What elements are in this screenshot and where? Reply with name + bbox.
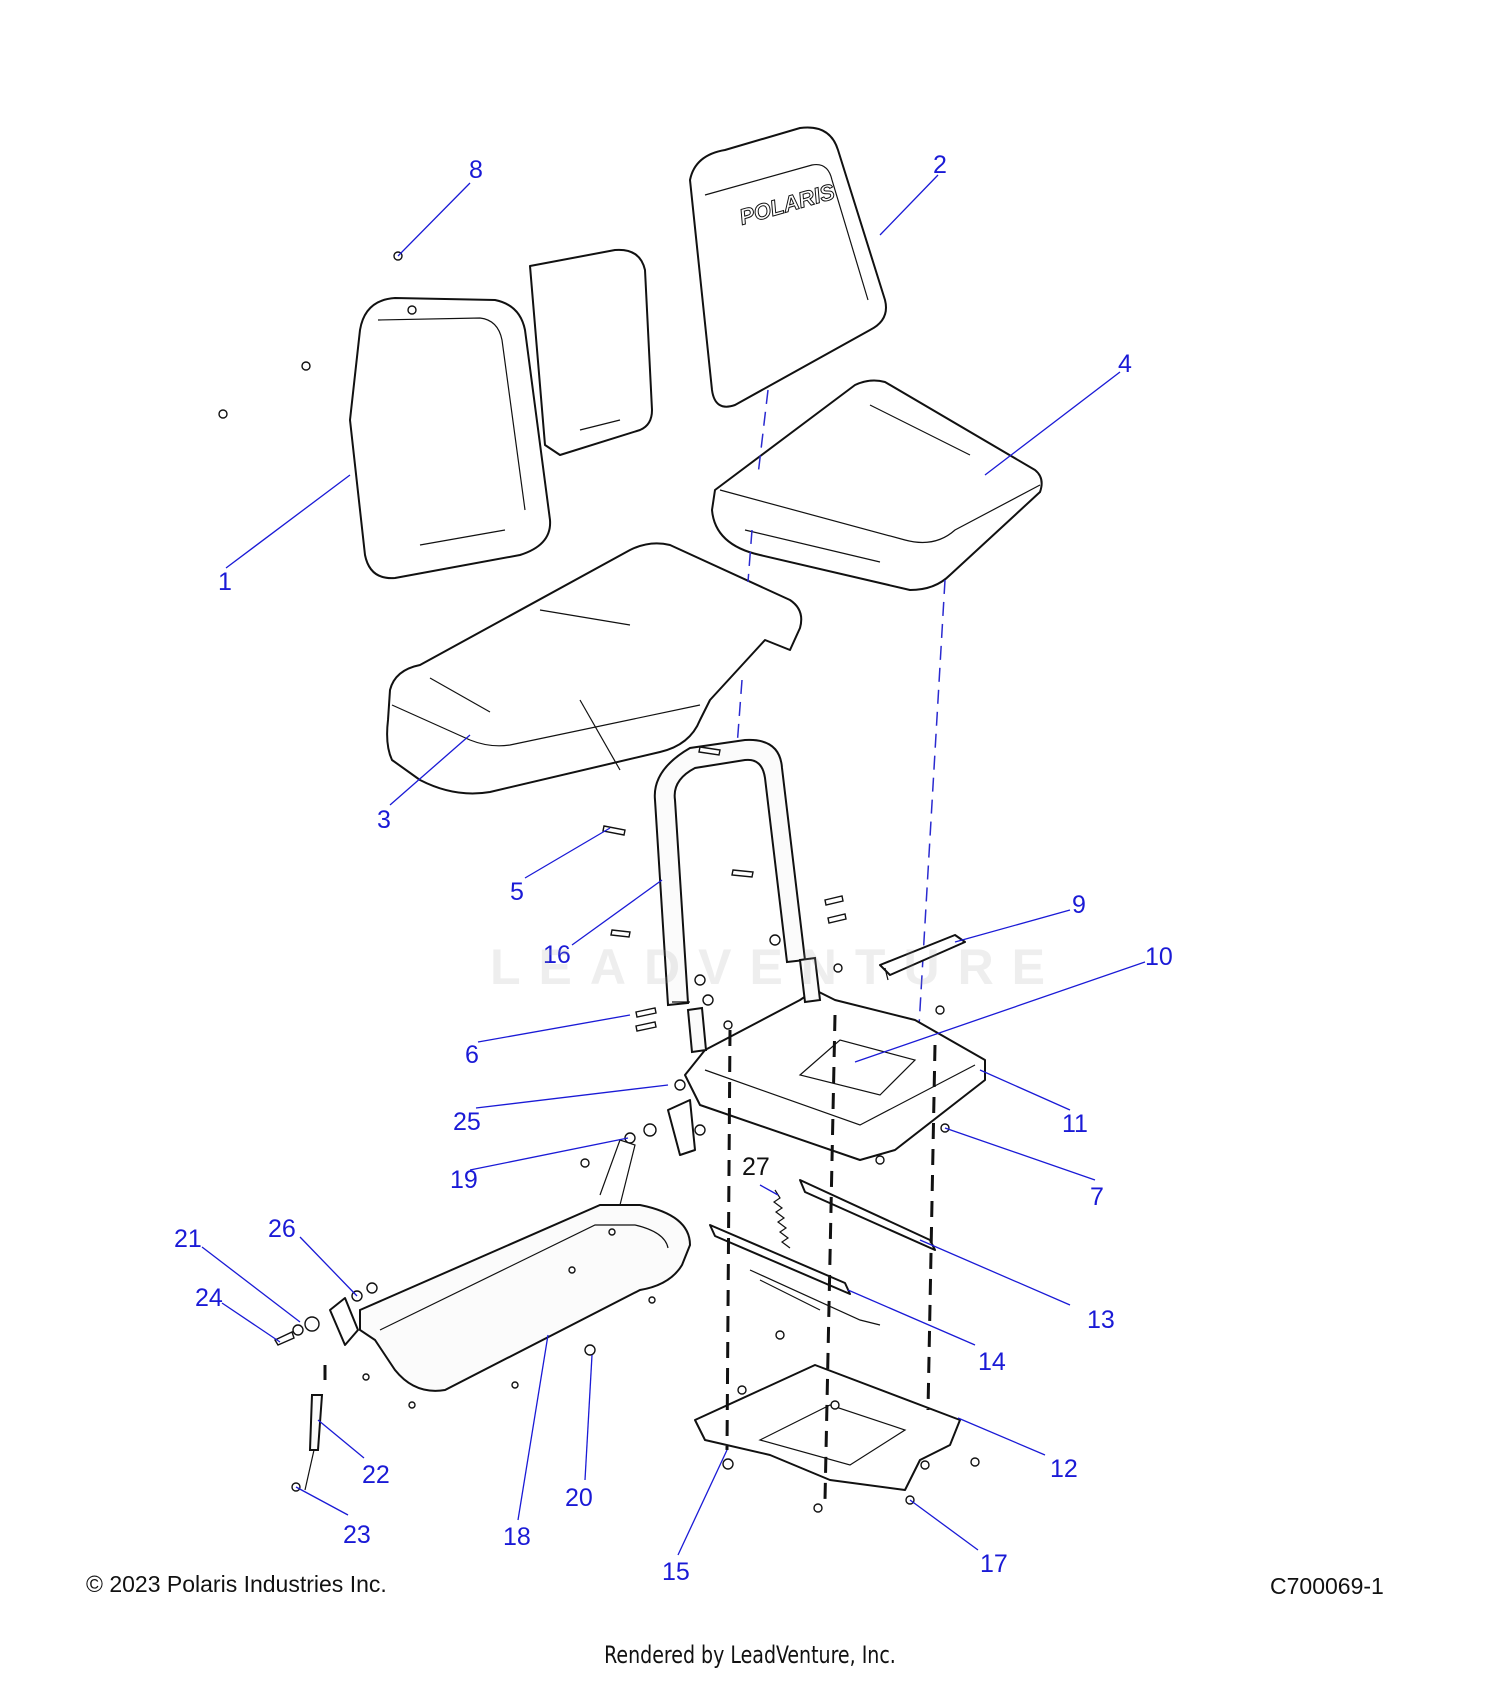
part-21-hinge-plate (274, 1282, 378, 1346)
callout-26: 26 (268, 1215, 296, 1243)
part-27-spring (772, 1189, 791, 1249)
callout-13: 13 (1087, 1306, 1115, 1334)
callout-20: 20 (565, 1484, 593, 1512)
callout-16: 16 (543, 941, 571, 969)
callout-1: 1 (218, 568, 232, 596)
callout-12: 12 (1050, 1455, 1078, 1483)
callout-3: 3 (377, 806, 391, 834)
callout-18: 18 (503, 1523, 531, 1551)
callout-19: 19 (450, 1166, 478, 1194)
callout-22: 22 (362, 1461, 390, 1489)
part-9-bracket (879, 934, 966, 981)
callout-21: 21 (174, 1225, 202, 1253)
callout-5: 5 (510, 878, 524, 906)
callout-7: 7 (1090, 1183, 1104, 1211)
diagram-id: C700069-1 (1270, 1573, 1384, 1599)
part-14-slider-release (749, 1269, 881, 1326)
callout-2: 2 (933, 151, 947, 179)
leader-lines (201, 174, 1146, 1556)
leadventure-watermark: LEADVENTURE (490, 939, 1064, 995)
part-4-bucket-cushion (711, 379, 1043, 591)
callout-8: 8 (469, 156, 483, 184)
part-22-gas-strut (291, 1394, 324, 1492)
callout-15: 15 (662, 1558, 690, 1586)
callout-11: 11 (1062, 1110, 1088, 1138)
fasteners (218, 251, 980, 1513)
callout-14: 14 (978, 1348, 1006, 1376)
callout-6: 6 (465, 1041, 479, 1069)
part-13-seat-rail (709, 1179, 936, 1295)
copyright-notice: © 2023 Polaris Industries Inc. (86, 1571, 387, 1597)
part-1-bench-backrest (349, 248, 653, 580)
part-12-base-plate (694, 1364, 961, 1491)
callout-17: 17 (980, 1550, 1008, 1578)
callout-9: 9 (1072, 891, 1086, 919)
callout-25: 25 (453, 1108, 481, 1136)
part-2-bucket-backrest: POLARIS (689, 126, 887, 408)
callout-10: 10 (1145, 943, 1173, 971)
part-19-hinge-bracket (624, 1099, 696, 1156)
callout-27: 27 (742, 1153, 770, 1181)
callout-4: 4 (1118, 350, 1132, 378)
part-3-bench-cushion (386, 542, 803, 795)
part-18-lower-frame (359, 1139, 692, 1392)
rendered-by-credit: Rendered by LeadVenture, Inc. (604, 1641, 896, 1669)
part-16-seat-support-tube (653, 738, 807, 1007)
callout-24: 24 (195, 1284, 223, 1312)
callout-23: 23 (343, 1521, 371, 1549)
callout-labels: 1 2 3 4 5 6 7 8 9 10 11 12 13 14 15 16 1… (174, 151, 1173, 1586)
